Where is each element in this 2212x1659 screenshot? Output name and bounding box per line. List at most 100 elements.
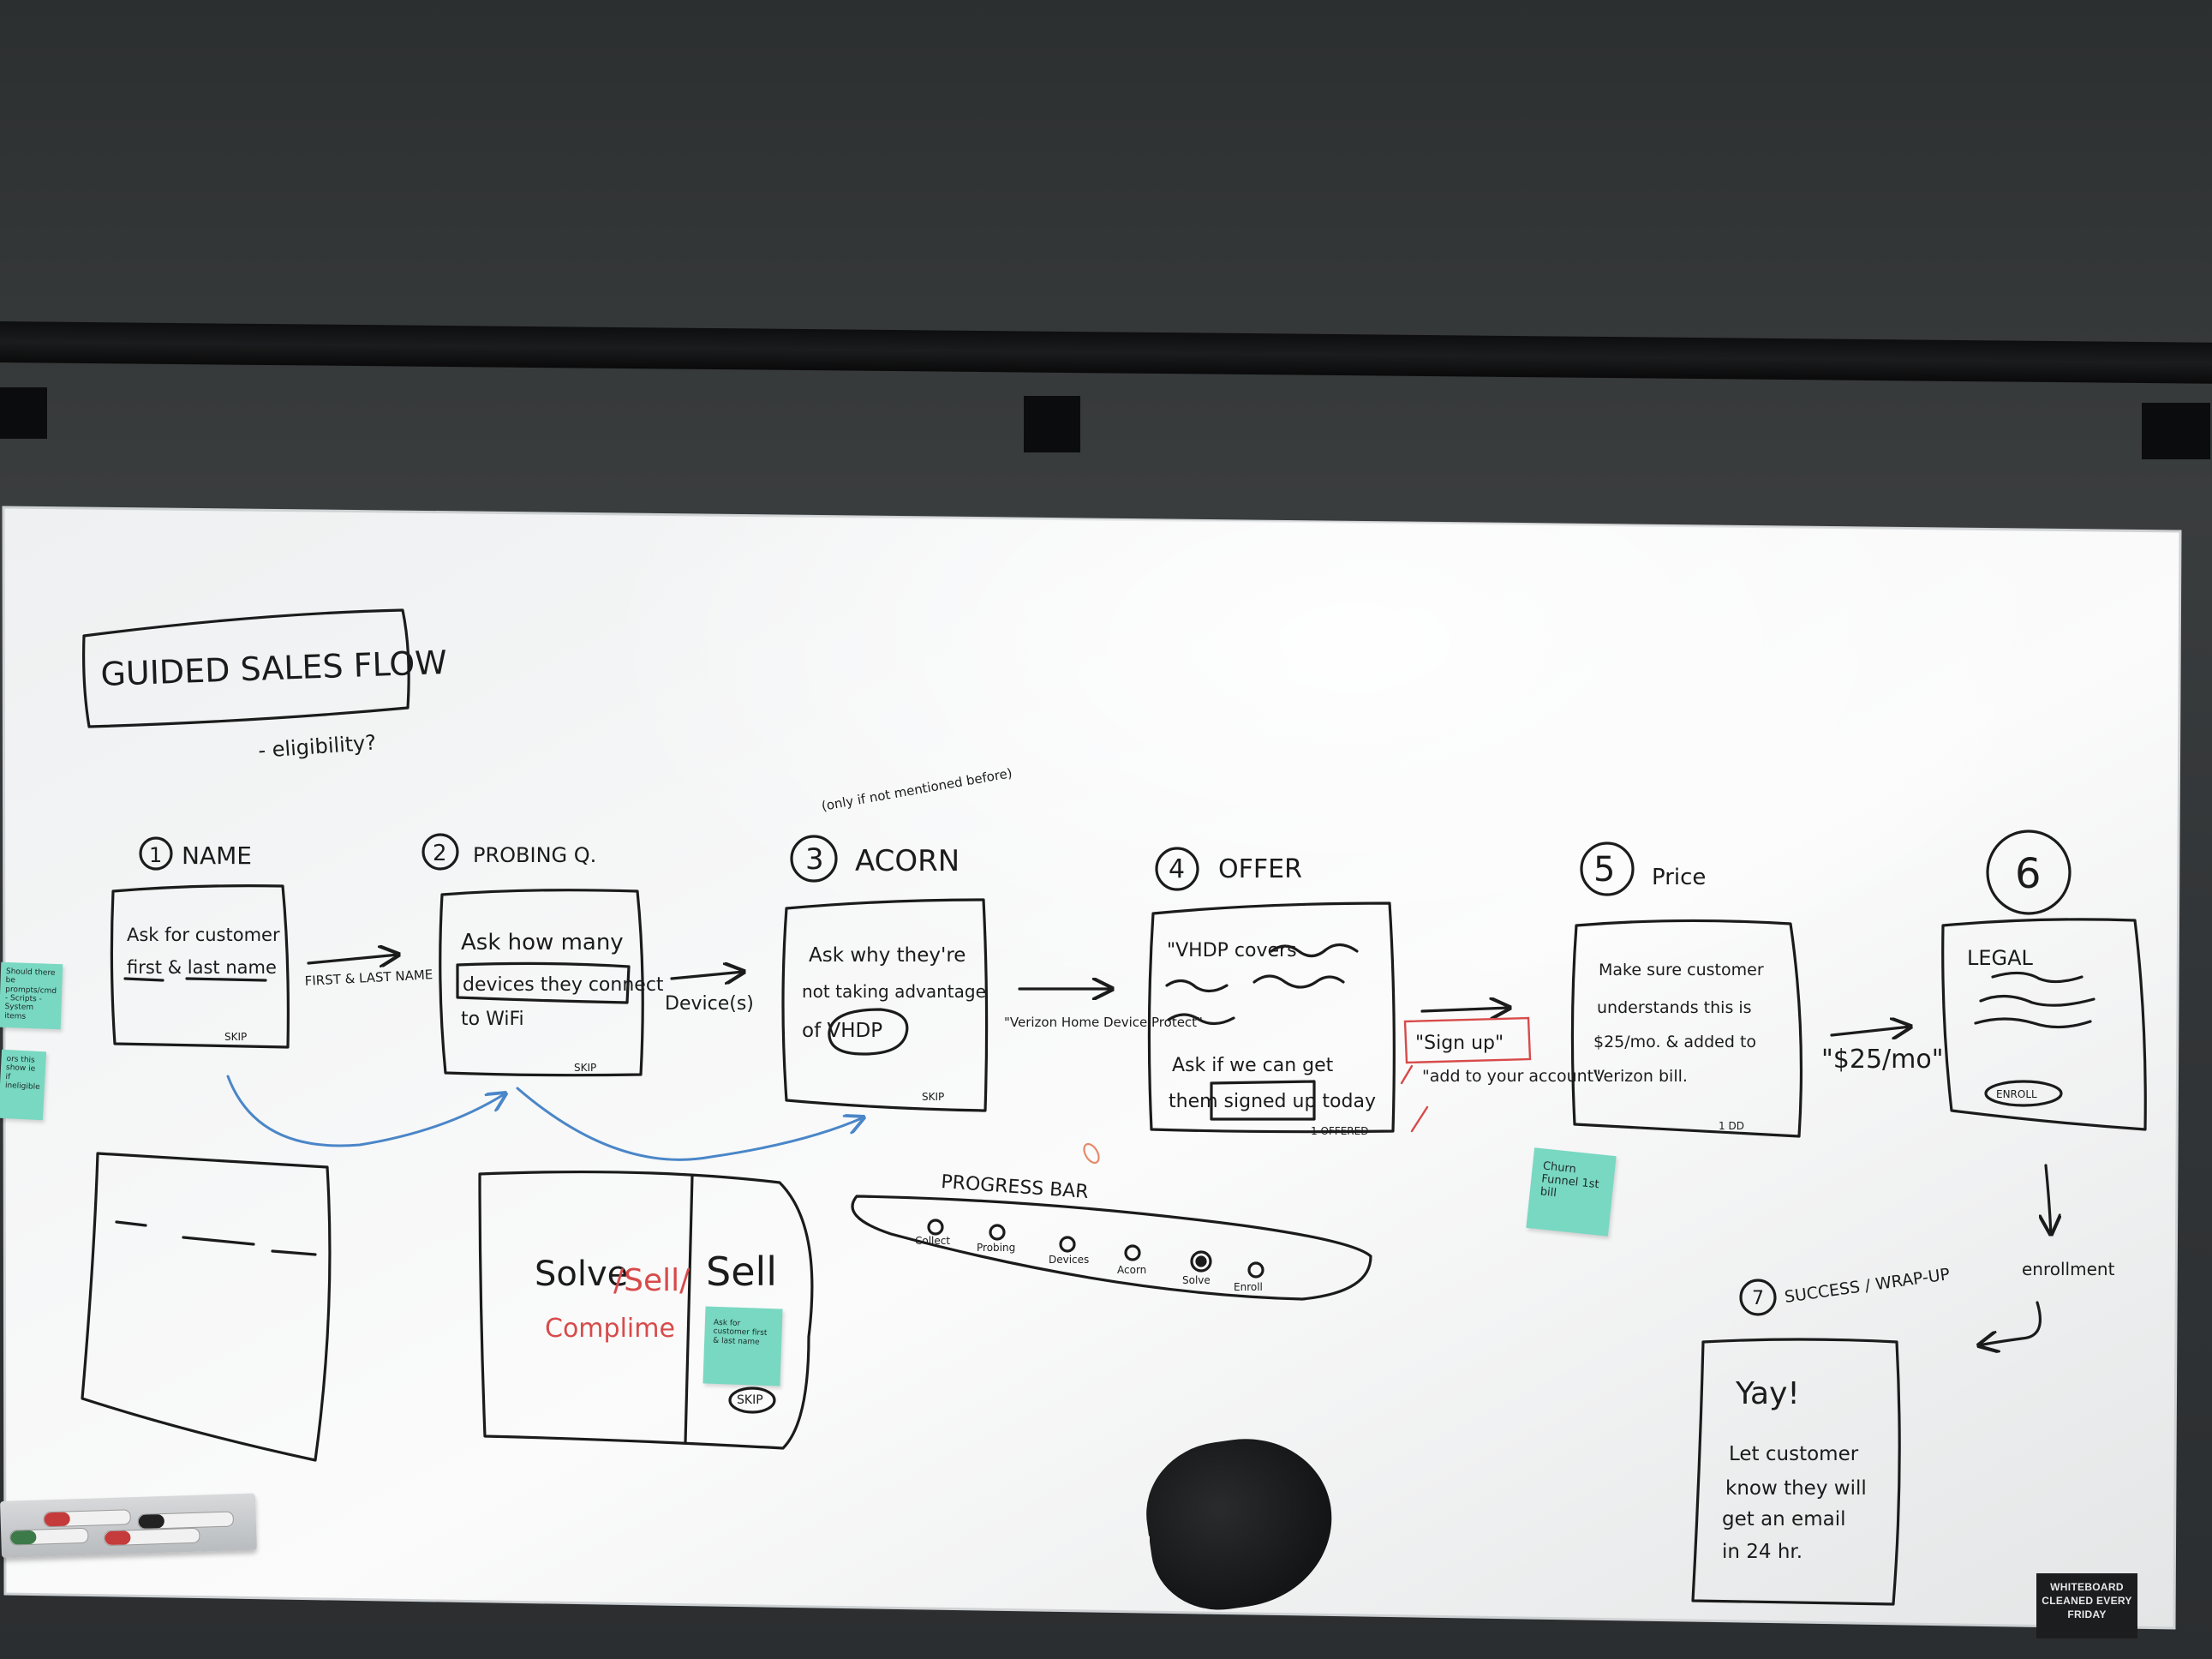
step-6-number: 6 [2015,850,2042,898]
step-6-enroll: ENROLL [1996,1088,2037,1100]
step-5-text-2: understands this is [1597,998,1752,1017]
sticky-note-left-bottom: ors this show ie if ineligible [0,1049,47,1121]
wire-complime: Complime [545,1314,675,1344]
progress-stage-enroll: Enroll [1234,1281,1263,1293]
wireframe-screen-middle [478,1170,814,1450]
step-2-circle [421,833,459,871]
step-3-box [781,898,989,1112]
arrow-6-down [2046,1164,2051,1234]
step-6-circle [1986,830,2072,915]
step-6-box [1941,918,2147,1131]
step-7-box [1691,1338,1901,1606]
step-2-number: 2 [433,841,447,866]
eraser-tag [1133,1536,1150,1554]
wire-sell: Sell [706,1249,777,1295]
step-5-text-3: $25/mo. & added to [1593,1033,1756,1051]
step-4-number: 4 [1169,854,1185,884]
progress-stage-devices: Devices [1049,1254,1089,1266]
step-5-number: 5 [1593,850,1615,889]
step-3-circle [790,835,838,883]
arrow-label-price: "$25/mo" [1821,1045,1944,1075]
step-2-skip: SKIP [574,1062,596,1074]
wire-sell-red: /Sell/ [613,1263,691,1298]
sign-line-3: FRIDAY [2067,1608,2107,1620]
step-2-box [439,889,644,1077]
marker-black [137,1511,235,1530]
step-4-text-2: Ask if we can get [1172,1055,1334,1076]
step-6-legal: LEGAL [1967,946,2034,970]
progress-stage-collect: Collect [915,1235,950,1247]
step-5-circle [1580,841,1635,896]
wire-skip: SKIP [737,1393,763,1407]
marker-green [9,1527,89,1546]
vhdp-oval [828,1008,909,1056]
step-3-text-1: Ask why they're [809,944,966,967]
step-7-text-4: get an email [1722,1508,1846,1530]
step-3-text-3: of VHDP [802,1020,882,1042]
progress-stage-solve: Solve [1182,1274,1211,1286]
step-1-skip: SKIP [224,1031,247,1043]
progress-stage-acorn: Acorn [1117,1264,1146,1276]
arrow-label-sign-up: "Sign up" [1415,1033,1504,1054]
step-1-number: 1 [149,843,162,867]
arrow-2 [670,972,744,979]
sign-up-box-red [1403,1016,1532,1064]
blue-curve-2 [516,1087,864,1161]
wire-solve: Solve [535,1255,628,1294]
arrow-label-devices: Device(s) [665,993,754,1015]
step-1-text-2: first & last name [127,957,277,978]
blue-curve-1 [226,1075,505,1147]
step-5-box [1570,919,1803,1138]
skip-oval [728,1386,776,1414]
step-4-text-1: "VHDP covers [1167,940,1297,961]
step-1-circle [139,836,173,871]
signed-up-box [1210,1080,1316,1121]
marker-tray [0,1493,257,1558]
step-5-text-1: Make sure customer [1599,961,1764,979]
step-4-footnote: 1 OFFERED [1311,1125,1368,1137]
step-3-number: 3 [805,842,824,877]
cleaning-sign: WHITEBOARD CLEANED EVERY FRIDAY [2036,1573,2137,1638]
rail-bracket [0,387,47,439]
step-7-text-2: Let customer [1729,1443,1859,1465]
step-4-title: OFFER [1218,854,1302,884]
step-4-circle [1155,847,1199,891]
sign-line-1: WHITEBOARD [2050,1581,2124,1593]
step-2-title: PROBING Q. [473,843,596,867]
marker-red [43,1509,131,1528]
step-5-title: Price [1652,865,1706,890]
arrow-label-add: "add to your account" [1422,1067,1601,1086]
step-7-circle [1739,1279,1777,1316]
arrow-1 [307,955,398,963]
step-3-title: ACORN [855,844,960,878]
step-1-title: NAME [182,841,252,870]
arrow-6-to-7 [1979,1301,2042,1345]
step-1-text-1: Ask for customer [127,925,280,945]
step-1-box [110,884,290,1049]
arrow-4 [1420,1008,1510,1011]
step-5-text-4: Verizon bill. [1593,1067,1688,1086]
arrow-5 [1830,1027,1910,1035]
step-3-skip: SKIP [922,1091,944,1103]
devices-box [456,961,631,1004]
step-7-number: 7 [1752,1288,1764,1309]
step-3-text-2: not taking advantage [802,981,986,1002]
arrow-label-enrollment: enrollment [2022,1259,2115,1279]
sticky-note-wireframe: Ask for customer first & last name [702,1306,783,1386]
step-2-text-2: devices they connect [463,974,664,996]
enroll-button [1984,1080,2063,1107]
sticky-note-left-top: Should there be prompts/cmd - Scripts - … [0,961,63,1030]
arrow-label-vhdp: "Verizon Home Device Protect" [1004,1015,1203,1030]
progress-stage-probing: Probing [977,1242,1015,1254]
step-7-text-5: in 24 hr. [1722,1541,1802,1563]
wireframe-screen-left [81,1152,332,1462]
step-4-text-3: them signed up today [1169,1091,1376,1112]
step-5-footnote: 1 DD [1719,1120,1744,1132]
paperclip [1083,1142,1100,1165]
sign-line-2: CLEANED EVERY [2042,1595,2132,1607]
rail-bracket [1024,396,1080,452]
step-7-text-3: know they will [1725,1477,1867,1500]
step-4-box [1147,901,1396,1134]
step-2-text-3: to WiFi [461,1009,524,1030]
